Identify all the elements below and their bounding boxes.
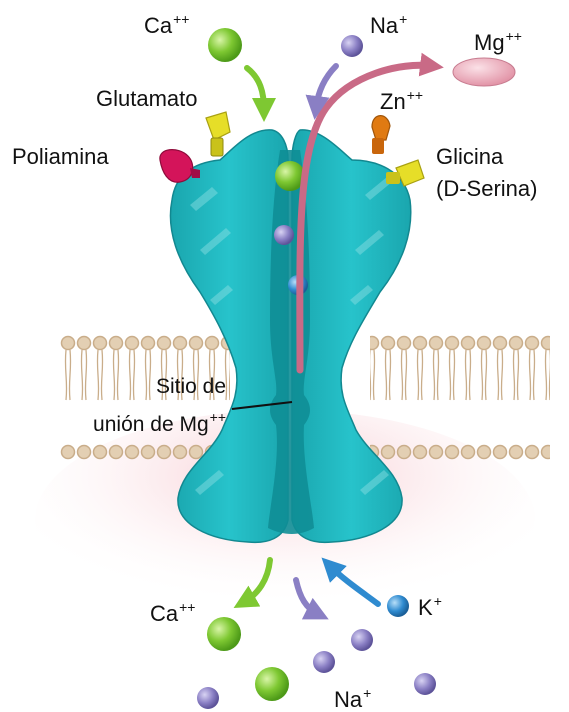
mg-site-line2-text: unión de Mg [93, 413, 209, 436]
potassium-text: K [418, 595, 433, 620]
sodium-ion-in-channel [274, 225, 294, 245]
calcium-top-text: Ca [144, 13, 172, 38]
magnesium-charge: ++ [506, 28, 522, 44]
glutamate-ligand-icon [206, 112, 230, 156]
zinc-charge: ++ [407, 87, 423, 103]
sodium-ion-bottom-icon-1 [351, 629, 373, 651]
mg-binding-site-label: Sitio de unión de Mg++ [46, 372, 226, 440]
zinc-ion-icon [372, 116, 390, 154]
mg-site-charge: ++ [210, 409, 226, 425]
sodium-ion-bottom-icon-3 [197, 687, 219, 709]
sodium-top-charge: + [399, 11, 407, 27]
potassium-label: K+ [418, 594, 442, 619]
sodium-bottom-text: Na [334, 687, 362, 712]
calcium-ion-bottom-icon-1 [207, 617, 241, 651]
potassium-ion-bottom-icon [387, 595, 409, 617]
glutamato-label: Glutamato [96, 88, 198, 110]
mg-site-line1: Sitio de [46, 372, 226, 402]
calcium-bottom-label: Ca++ [150, 600, 195, 625]
calcium-bottom-text: Ca [150, 601, 178, 626]
calcium-top-charge: ++ [173, 11, 189, 27]
sodium-ion-top-icon [341, 35, 363, 57]
potassium-charge: + [434, 593, 442, 609]
magnesium-label: Mg++ [474, 29, 522, 54]
zinc-label: Zn++ [380, 88, 423, 113]
sodium-ion-bottom-icon-4 [414, 673, 436, 695]
sodium-top-label: Na+ [370, 12, 407, 37]
sodium-bottom-label: Na+ [334, 686, 371, 711]
d-serina-label: (D-Serina) [436, 178, 537, 200]
calcium-ion-bottom-icon-2 [255, 667, 289, 701]
calcium-top-label: Ca++ [144, 12, 189, 37]
mg-site-line2: unión de Mg++ [46, 402, 226, 440]
poliamina-label: Poliamina [12, 146, 109, 168]
sodium-ion-bottom-icon-2 [313, 651, 335, 673]
polyamine-molecule-icon [160, 150, 200, 183]
glicina-label: Glicina [436, 146, 503, 168]
sodium-top-text: Na [370, 13, 398, 38]
calcium-influx-arrow [247, 68, 264, 110]
glycine-ligand-icon [386, 160, 424, 186]
calcium-ion-top-icon [208, 28, 242, 62]
sodium-bottom-charge: + [363, 685, 371, 701]
zinc-text: Zn [380, 89, 406, 114]
magnesium-text: Mg [474, 30, 505, 55]
magnesium-ion-icon [453, 58, 515, 86]
calcium-bottom-charge: ++ [179, 599, 195, 615]
